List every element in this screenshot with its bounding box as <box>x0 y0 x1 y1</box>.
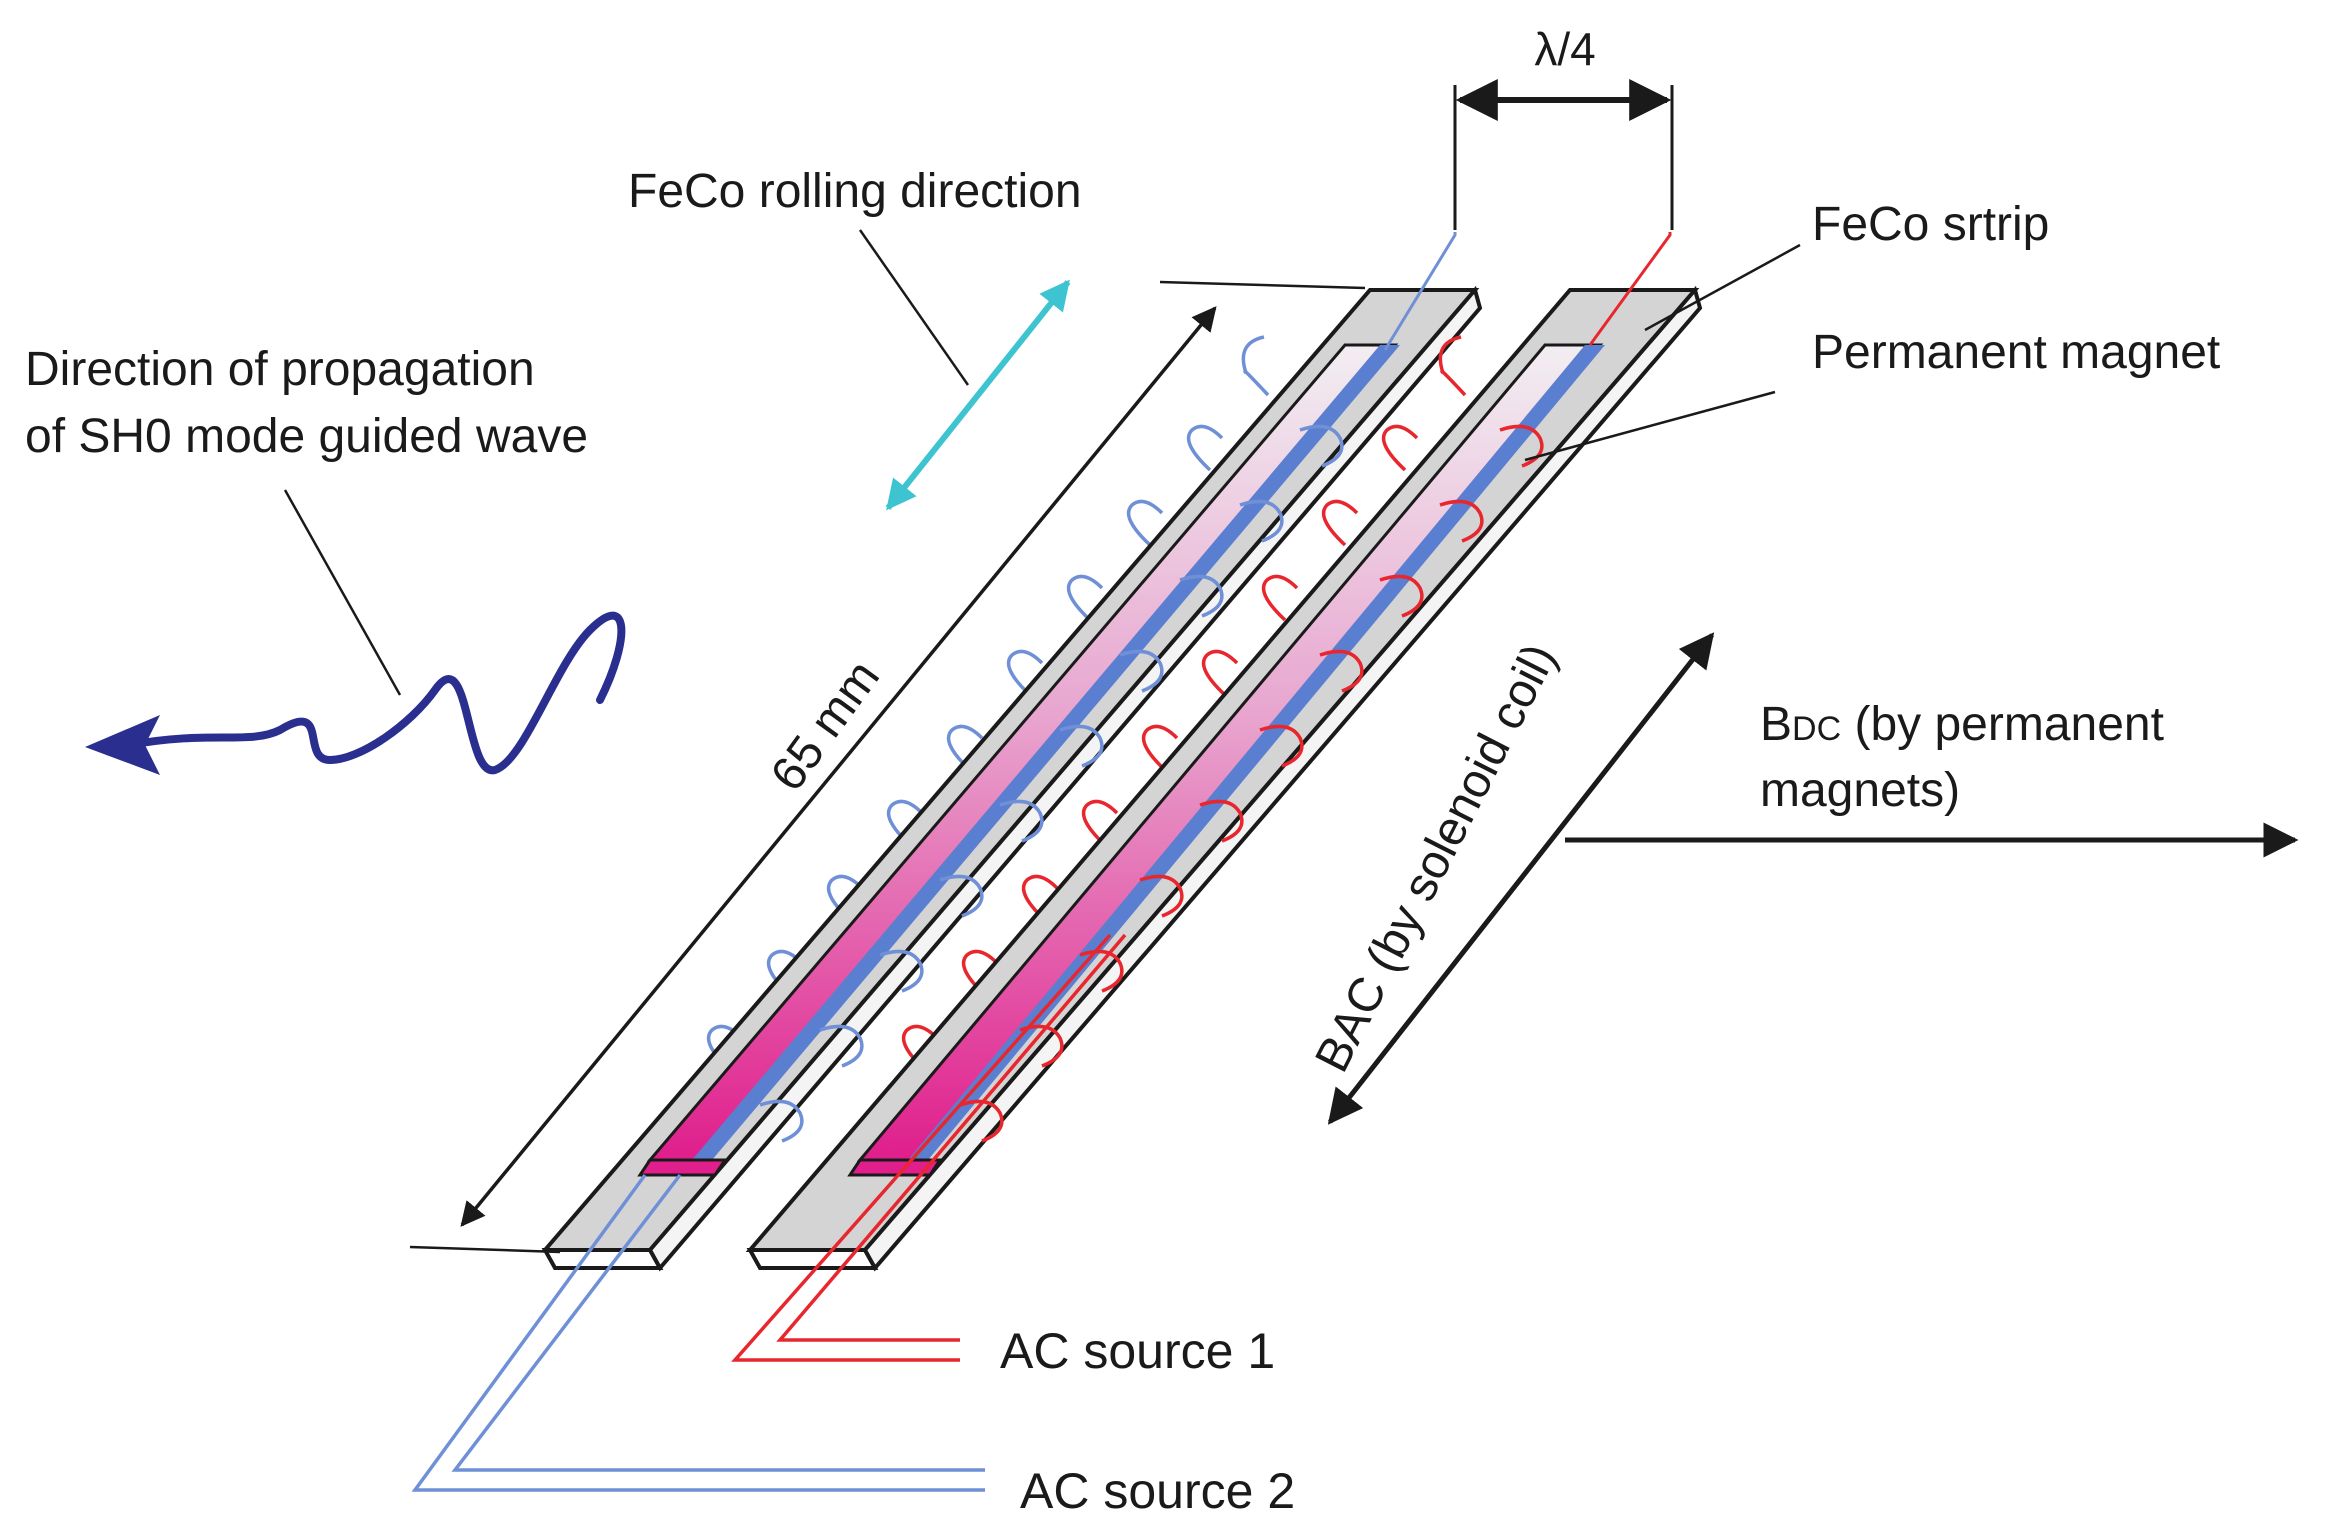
right-transducer <box>745 232 1703 1272</box>
bac-double-arrow <box>1327 632 1715 1125</box>
propagation-label-line1: Direction of propagation <box>25 343 535 396</box>
right-top-lead <box>1588 232 1672 346</box>
ac-source-1-label: AC source 1 <box>1000 1323 1275 1379</box>
permanent-magnet-leader <box>1524 390 1776 462</box>
bdc-label-line2: magnets) <box>1760 764 1960 817</box>
rolling-direction-arrow <box>885 279 1071 511</box>
left-top-lead <box>1383 232 1457 351</box>
ac-source-2-label: AC source 2 <box>1020 1463 1295 1519</box>
rolling-leader-line <box>858 229 970 386</box>
lambda-quarter-dimension <box>1453 79 1674 230</box>
feco-rolling-label: FeCo rolling direction <box>628 165 1082 218</box>
bdc-rest: (by permanent <box>1841 698 2164 751</box>
wave-arrow-icon <box>85 611 626 775</box>
bdc-subscript: DC <box>1792 710 1841 748</box>
lambda-quarter-label: λ/4 <box>1534 23 1595 75</box>
propagation-leader <box>283 489 402 696</box>
feco-strip-label: FeCo srtrip <box>1812 198 2049 251</box>
length-dimension <box>409 280 1366 1254</box>
bdc-label-line1: BDC (by permanent <box>1760 698 2164 751</box>
propagation-label-line2: of SH0 mode guided wave <box>25 410 588 463</box>
bdc-symbol: B <box>1760 698 1792 751</box>
feco-strip-leader <box>1644 243 1801 332</box>
permanent-magnet-label: Permanent magnet <box>1812 326 2220 379</box>
ac-source-2-wires <box>411 1173 985 1492</box>
